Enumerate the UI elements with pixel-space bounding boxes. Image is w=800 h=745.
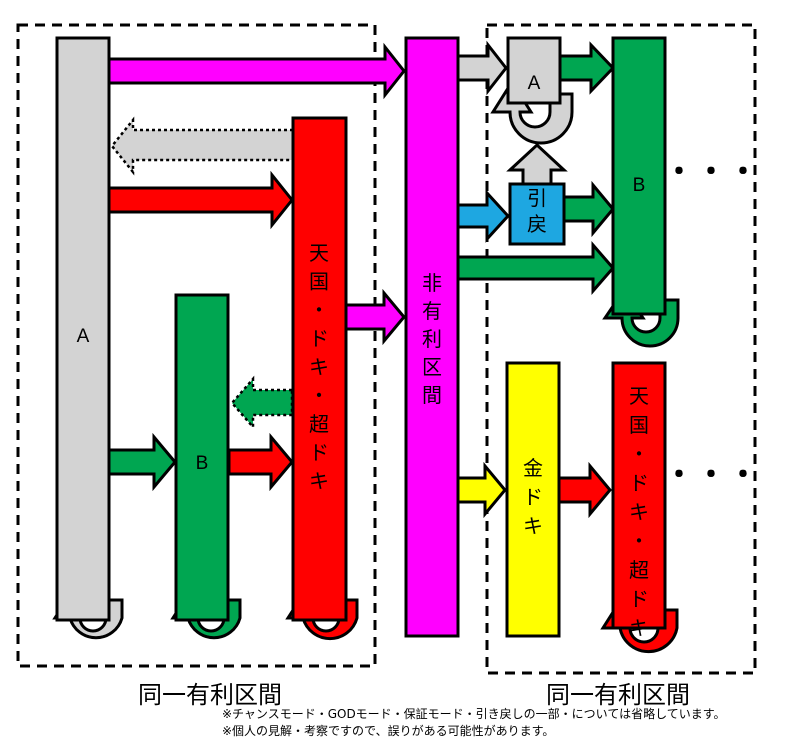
kindoki-box: [505, 361, 561, 638]
kindoki-label: 金ドキ: [523, 456, 543, 538]
b-left-label: B: [196, 453, 209, 474]
b-right-box: [611, 36, 667, 316]
note-line-2: ※個人の見解・考察ですので、誤りがある可能性があります。: [222, 724, 555, 738]
hikimodoshi-box: [508, 182, 566, 246]
hikimodoshi-label: 引戻: [527, 186, 547, 236]
arrow-kindoki-to-tengoku: [557, 461, 612, 519]
arrow-a-to-tengoku: [106, 170, 294, 230]
arrow-tengoku-to-a-dotted: [110, 116, 295, 176]
b-left-box: [174, 293, 230, 622]
right-section-label: 同一有利区間: [546, 681, 690, 709]
arrow-hiyuri-to-kindoki: [456, 461, 507, 519]
a-right-box: [506, 36, 562, 105]
arrow-hiyuri-to-hikimodoshi: [456, 189, 511, 243]
arrow-b-to-tengoku: [227, 432, 294, 492]
hiyuri-box: [404, 36, 460, 638]
arrow-a-right-to-b-right: [558, 41, 616, 95]
tengoku-right-label: 天国・ドキ・超ドキ: [629, 384, 649, 640]
hiyuri-label: 非有利区間: [422, 271, 442, 407]
left-section-box: [16, 23, 377, 668]
note-line-1: ※チャンスモード・GODモード・保証モード・引き戻しの一部・については省略してい…: [222, 707, 726, 721]
a-left-label: A: [77, 326, 90, 347]
a-right-label: A: [528, 73, 541, 94]
arrow-hikimodoshi-to-a: [506, 142, 568, 186]
arrow-a-to-hiyuri: [106, 42, 406, 100]
tengoku-right-box: [611, 361, 667, 630]
a-left-box: [55, 36, 111, 622]
arrow-tengoku-to-b-dotted: [230, 375, 294, 431]
arrow-tengoku-to-hiyuri: [344, 288, 406, 346]
tengoku-left-box: [291, 116, 348, 622]
arrow-a-to-b-left: [106, 432, 177, 492]
arrow-hikimodoshi-to-b: [562, 180, 615, 238]
ellipsis-top: ・・・: [664, 155, 760, 190]
b-right-label: B: [633, 175, 646, 196]
arrow-hiyuri-to-b-right: [456, 240, 615, 296]
ellipsis-bottom: ・・・: [664, 458, 760, 493]
tengoku-left-label: 天国・ドキ・超ドキ: [309, 241, 329, 493]
left-section-label: 同一有利区間: [138, 681, 282, 709]
arrow-hiyuri-to-a-right: [456, 40, 508, 96]
